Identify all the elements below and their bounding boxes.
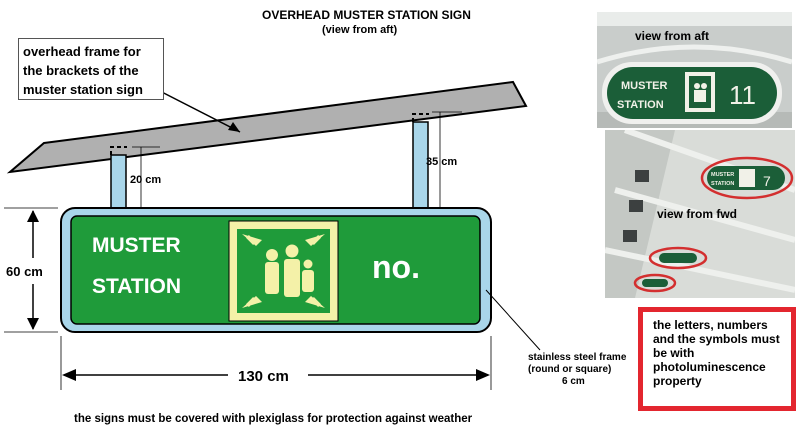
photo-aft-drawing: MUSTER STATION 11 <box>597 12 792 128</box>
sign-drawing: MUSTER STATION no. 20 cm 35 cm 60 cm 130… <box>4 80 541 390</box>
overhead-frame-plate <box>6 80 528 174</box>
photo-aft-sign-muster: MUSTER <box>621 80 668 92</box>
frame-callout-line3: muster station sign <box>23 82 143 97</box>
dim-width: 130 cm <box>238 368 289 385</box>
sign-text-muster: MUSTER <box>92 234 181 257</box>
sign-text-number: no. <box>372 249 420 285</box>
photo-aft-sign-station: STATION <box>617 99 664 111</box>
frame-callout-arrow <box>149 85 241 133</box>
plexiglass-note: the signs must be covered with plexiglas… <box>74 413 473 425</box>
photo-aft-sign-number: 11 <box>729 80 756 110</box>
red-note-line5: property <box>653 374 702 388</box>
photo-fwd-sign-muster: MUSTER <box>711 172 734 178</box>
steel-frame-note: stainless steel frame (round or square) … <box>528 352 626 388</box>
red-note-line4: photoluminescence <box>653 360 766 374</box>
photo-aft-caption: view from aft <box>635 29 710 43</box>
diagram-title: OVERHEAD MUSTER STATION SIGN <box>262 8 471 22</box>
frame-callout: overhead frame for the brackets of the m… <box>18 38 164 100</box>
steel-note-line1: stainless steel frame <box>528 352 627 363</box>
sign-text-station: STATION <box>92 275 181 298</box>
frame-callout-line2: the brackets of the <box>23 63 139 78</box>
photoluminescence-note: the letters, numbers and the symbols mus… <box>638 307 796 411</box>
steel-note-line2: (round or square) <box>528 364 612 375</box>
red-note-line2: and the symbols must <box>653 332 780 346</box>
photo-view-from-fwd: MUSTER STATION 7 view from fwd <box>605 130 795 298</box>
photo-fwd-drawing: MUSTER STATION 7 <box>605 130 795 298</box>
frame-callout-line1: overhead frame for <box>23 44 141 59</box>
diagram-subtitle: (view from aft) <box>322 24 398 36</box>
red-note-line3: be with <box>653 346 695 360</box>
photo-view-from-aft: MUSTER STATION 11 view from aft <box>597 12 792 128</box>
photo-fwd-sign-number: 7 <box>763 173 771 189</box>
dim-bracket-left: 20 cm <box>130 174 161 186</box>
dim-height: 60 cm <box>6 264 43 279</box>
photo-fwd-sign-station: STATION <box>711 181 734 187</box>
left-bracket <box>110 154 127 214</box>
red-note-line1: the letters, numbers <box>653 318 768 332</box>
photo-fwd-caption: view from fwd <box>657 207 738 221</box>
dim-bracket-right: 35 cm <box>426 156 457 168</box>
steel-note-line3: 6 cm <box>562 376 585 387</box>
